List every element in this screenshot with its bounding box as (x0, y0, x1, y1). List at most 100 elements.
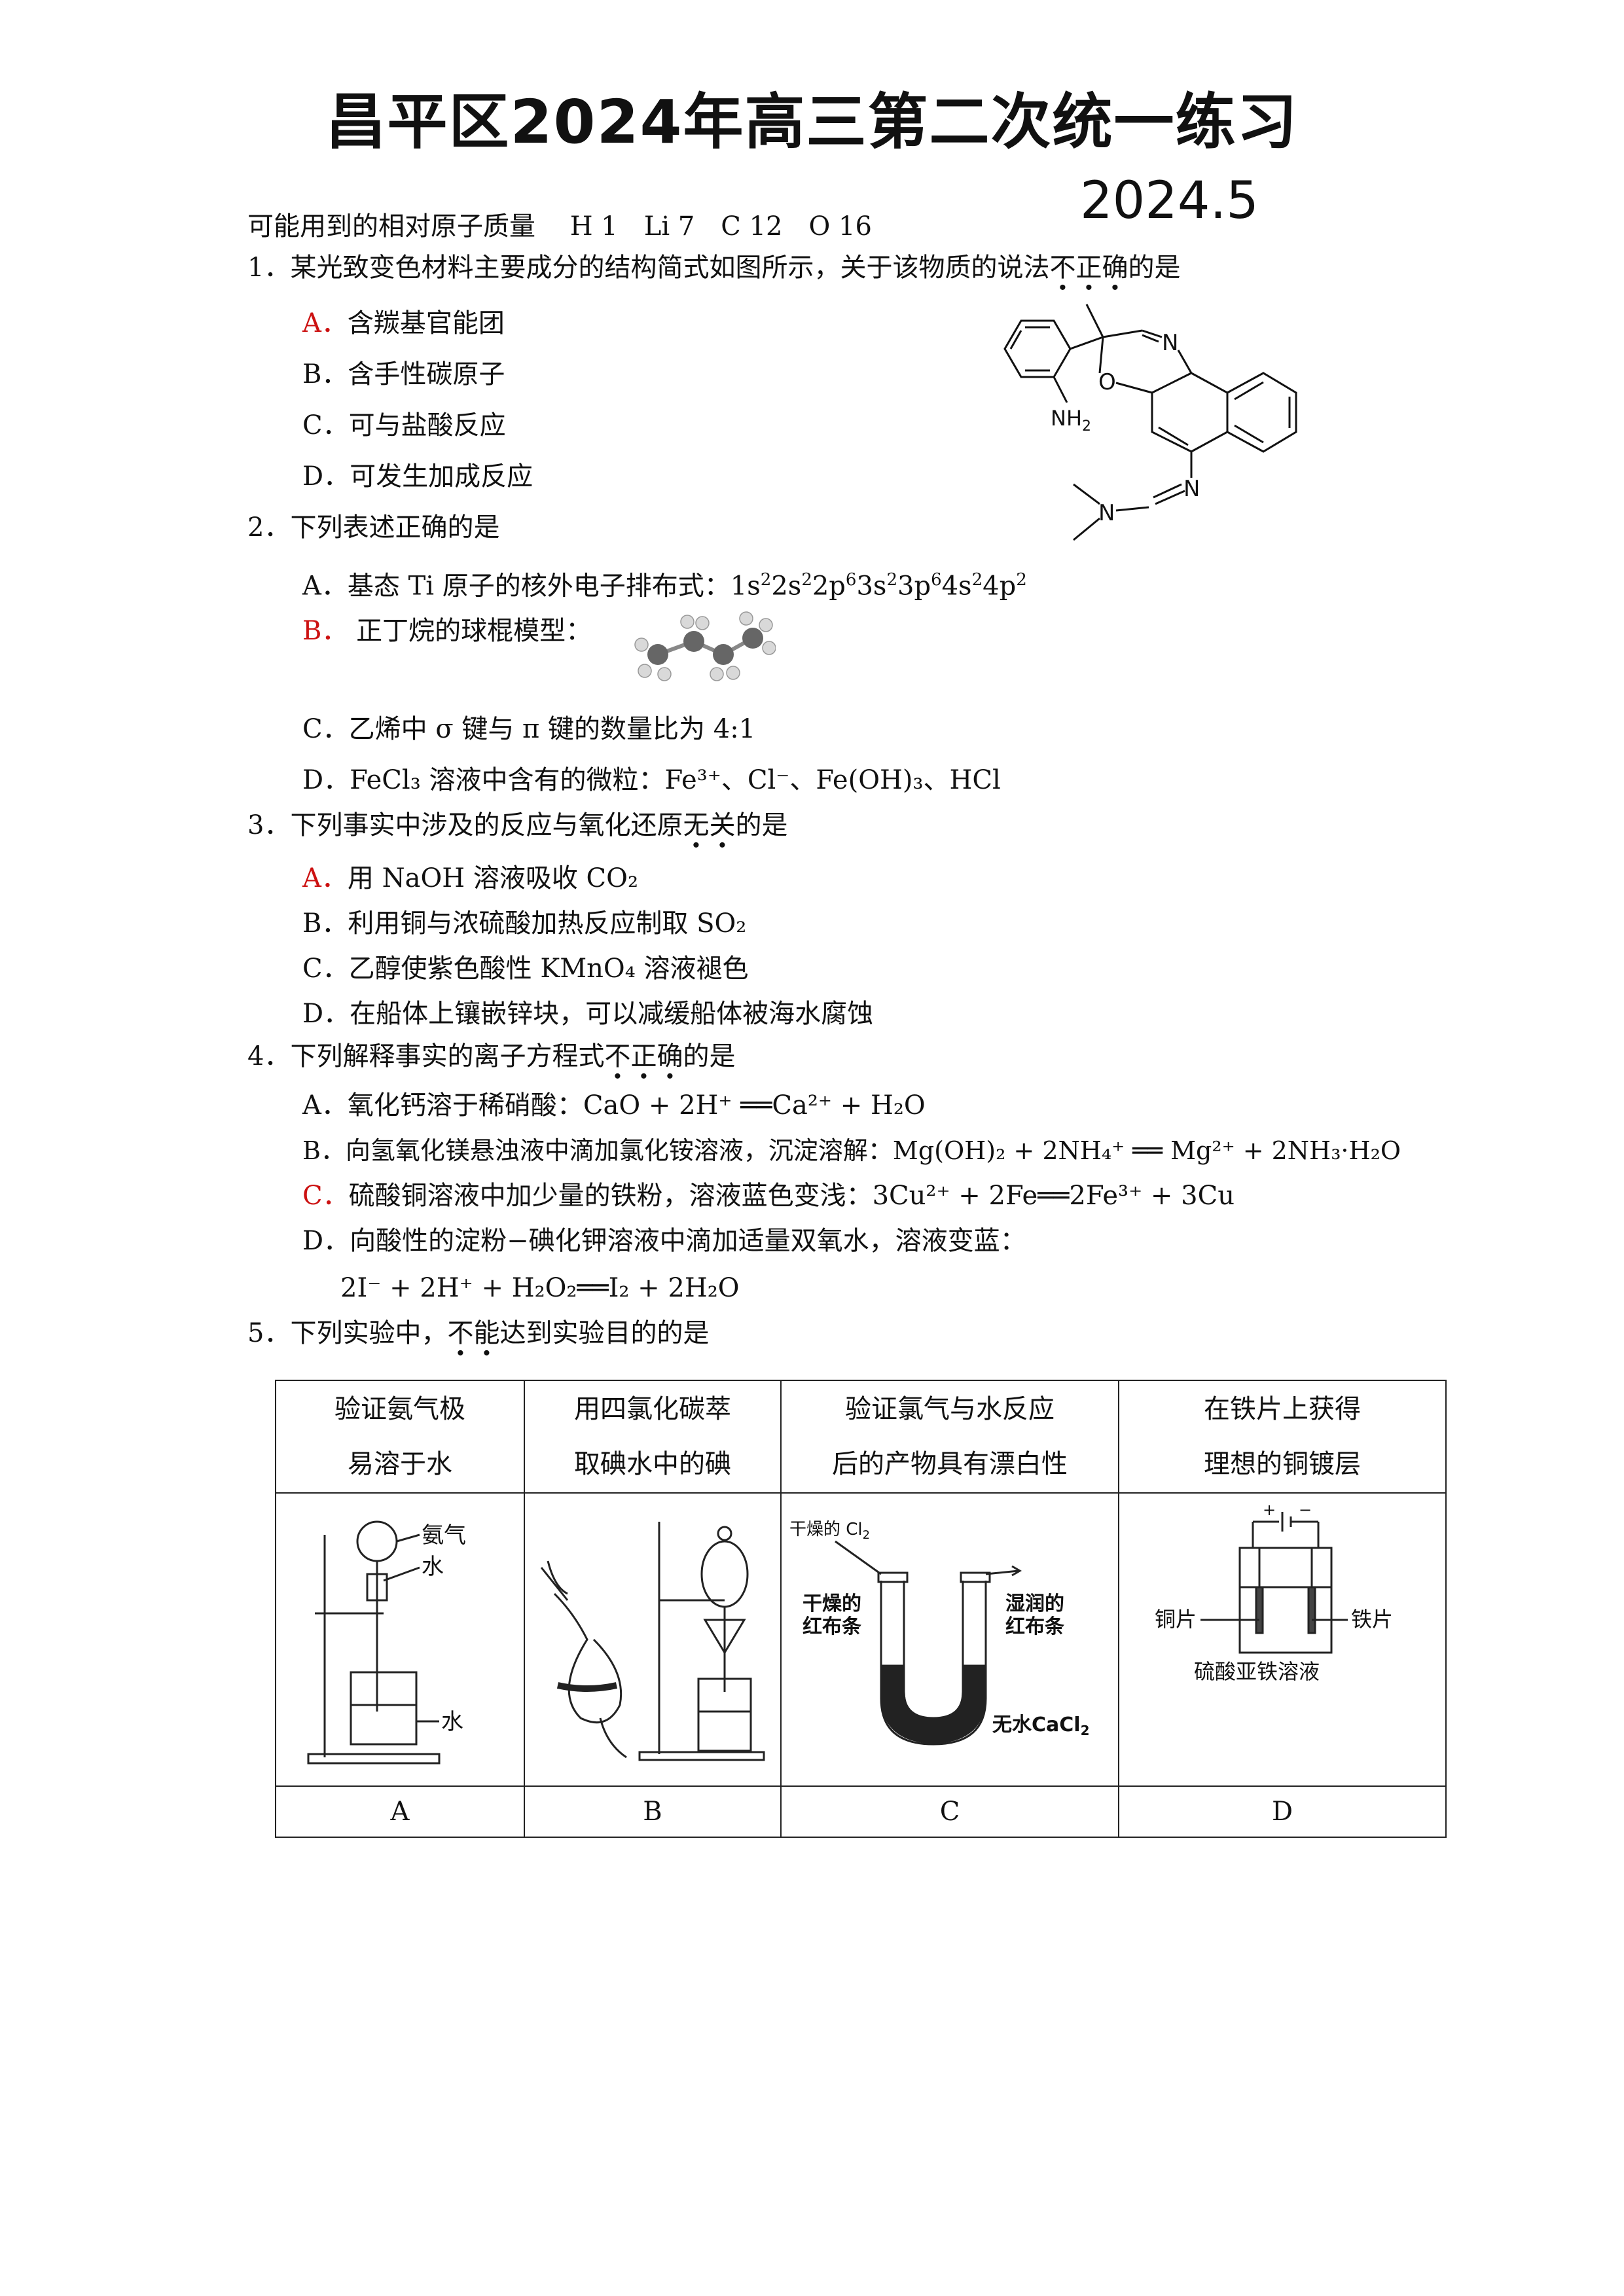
option-text: 正丁烷的球棍模型： (348, 616, 592, 646)
atomic-mass-line: 可能用到的相对原子质量 H 1 Li 7 C 12 O 16 (247, 211, 872, 242)
figure-cell-a: 氨气 水 水 (275, 1492, 525, 1787)
option-label-b: B (524, 1785, 782, 1838)
emphasis-char: 无 (683, 810, 709, 840)
q1-structure-diagram: N O NH2 N N (1003, 304, 1297, 541)
q4-option-b: B．向氢氧化镁悬浊液中滴加氯化铵溶液，沉淀溶解：Mg(OH)₂ + 2NH₄⁺ … (302, 1136, 1401, 1165)
header-cell-b: 用四氯化碳萃取碘水中的碘 (524, 1380, 782, 1494)
emphasis-char: 确 (657, 1041, 683, 1071)
figure-cell-c: 干燥的 Cl2 干燥的 红布条 湿润的 红布条 无水CaCl2 (780, 1492, 1119, 1787)
option-key: A． (302, 308, 348, 338)
option-key: C． (302, 1181, 349, 1211)
emphasis-char: 不 (604, 1041, 630, 1071)
header-line: 验证氯气与水反应 (845, 1394, 1055, 1424)
separatory-funnel-apparatus (540, 1522, 765, 1761)
option-label-c: C (780, 1785, 1119, 1838)
q2-option-b: B． 正丁烷的球棍模型： (302, 615, 592, 647)
q4-stem-text: 4．下列解释事实的离子方程式 (247, 1041, 605, 1071)
option-key: B． (302, 359, 348, 389)
q1-stem: 1．某光致变色材料主要成分的结构简式如图所示，关于该物质的说法不正确的是 (247, 252, 1180, 283)
q2-stem: 2．下列表述正确的是 (247, 512, 500, 543)
q3-stem: 3．下列事实中涉及的反应与氧化还原无关的是 (247, 810, 787, 841)
option-text: 硫酸铜溶液中加少量的铁粉，溶液蓝色变浅：3Cu²⁺ + 2Fe══2Fe³⁺ +… (348, 1181, 1235, 1211)
option-key: C． (302, 410, 349, 440)
q2-option-a: A．基态 Ti 原子的核外电子排布式：1s22s22p63s23p64s24p2 (302, 570, 1027, 601)
header-cell-d: 在铁片上获得理想的铜镀层 (1118, 1380, 1447, 1494)
emphasis-char: 关 (709, 810, 735, 840)
wet-strip-label: 湿润的 (1005, 1592, 1064, 1615)
header-line: 在铁片上获得 (1204, 1394, 1361, 1424)
amine-label: NH2 (1051, 406, 1091, 435)
electroplating-apparatus: + − 铜片 铁片 硫酸亚铁溶液 (1155, 1501, 1393, 1684)
option-key: A． (302, 863, 348, 893)
q1-option-b: B．含手性碳原子 (302, 359, 505, 390)
header-line: 取碘水中的碘 (574, 1449, 731, 1479)
emphasis-char: 不 (447, 1318, 473, 1348)
q1-option-a: A．含羰基官能团 (302, 308, 505, 339)
nitrogen-label: N (1098, 500, 1115, 526)
q4-option-a: A．氧化钙溶于稀硝酸：CaO + 2H⁺ ══Ca²⁺ + H₂O (302, 1090, 926, 1121)
water-label: 水 (422, 1554, 444, 1580)
ammonia-label: 氨气 (422, 1522, 466, 1549)
header-line: 理想的铜镀层 (1204, 1449, 1361, 1479)
u-tube-apparatus: 干燥的 Cl2 干燥的 红布条 湿润的 红布条 无水CaCl2 (789, 1520, 1089, 1746)
iron-label: 铁片 (1351, 1607, 1393, 1632)
oxygen-label: O (1098, 369, 1116, 395)
water-label: 水 (441, 1709, 463, 1735)
q2-option-c: C．乙烯中 σ 键与 π 键的数量比为 4:1 (302, 714, 756, 744)
q3-stem-end: 的是 (735, 810, 788, 840)
dry-strip-label: 干燥的 (803, 1592, 861, 1615)
emphasis-char: 确 (1102, 253, 1128, 283)
figure-cell-d: + − 铜片 铁片 硫酸亚铁溶液 (1118, 1492, 1447, 1787)
option-text: 含羰基官能团 (347, 308, 505, 338)
q1-option-c: C．可与盐酸反应 (302, 410, 506, 441)
header-line: 易溶于水 (348, 1449, 452, 1479)
emphasis-char: 能 (473, 1318, 499, 1348)
solution-label: 硫酸亚铁溶液 (1194, 1659, 1320, 1684)
option-label-d: D (1118, 1785, 1447, 1838)
option-text: A．基态 Ti 原子的核外电子排布式： (302, 571, 731, 601)
option-text: 含手性碳原子 (348, 359, 505, 389)
nitrogen-label: N (1183, 476, 1200, 502)
q3-option-c: C．乙醇使紫色酸性 KMnO₄ 溶液褪色 (302, 954, 749, 984)
option-text: 用 NaOH 溶液吸收 CO₂ (347, 863, 638, 893)
header-cell-c: 验证氯气与水反应后的产物具有漂白性 (780, 1380, 1119, 1494)
emphasis-char: 正 (1075, 253, 1102, 283)
q4-stem-end: 的是 (683, 1041, 736, 1071)
copper-label: 铜片 (1155, 1607, 1197, 1632)
q1-stem-text: 1．某光致变色材料主要成分的结构简式如图所示，关于该物质的说法 (247, 253, 1050, 283)
header-line: 用四氯化碳萃 (574, 1394, 731, 1424)
q1-stem-end: 的是 (1128, 253, 1181, 283)
dry-strip-label: 红布条 (803, 1615, 861, 1638)
figure-cell-b (524, 1492, 782, 1787)
page-title: 昌平区2024年高三第二次统一练习 (325, 87, 1299, 157)
wet-strip-label: 红布条 (1005, 1615, 1064, 1638)
option-key: B． (302, 616, 348, 646)
q5-stem-text: 5．下列实验中， (247, 1318, 448, 1348)
option-text: 可发生加成反应 (350, 461, 533, 492)
nitrogen-label: N (1162, 330, 1178, 356)
q1-option-d: D．可发生加成反应 (302, 461, 533, 492)
emphasis-char: 不 (1049, 253, 1075, 283)
q3-option-b: B．利用铜与浓硫酸加热反应制取 SO₂ (302, 908, 747, 939)
emphasis-char: 正 (630, 1041, 657, 1071)
option-text: 可与盐酸反应 (348, 410, 506, 440)
ammonia-fountain-apparatus: 氨气 水 水 (307, 1520, 466, 1765)
dry-cl2-label: 干燥的 Cl2 (789, 1520, 870, 1542)
option-label-a: A (275, 1785, 525, 1838)
header-cell-a: 验证氨气极易溶于水 (275, 1380, 525, 1494)
svg-text:+: + (1263, 1501, 1276, 1519)
q5-stem-end: 达到实验目的的是 (499, 1318, 710, 1348)
exam-date: 2024.5 (1080, 171, 1259, 230)
header-line: 验证氨气极 (334, 1394, 465, 1424)
header-line: 后的产物具有漂白性 (832, 1449, 1068, 1479)
q4-stem: 4．下列解释事实的离子方程式不正确的是 (247, 1041, 735, 1072)
butane-ball-stick-model (634, 611, 776, 681)
cacl2-label: 无水CaCl2 (992, 1713, 1089, 1738)
q5-experiment-table: 验证氨气极易溶于水 用四氯化碳萃取碘水中的碘 验证氯气与水反应后的产物具有漂白性… (275, 1380, 1447, 1838)
q2-option-d: D．FeCl₃ 溶液中含有的微粒：Fe³⁺、Cl⁻、Fe(OH)₃、HCl (302, 765, 1001, 795)
q3-stem-text: 3．下列事实中涉及的反应与氧化还原 (247, 810, 683, 840)
q4-option-d-equation: 2I⁻ + 2H⁺ + H₂O₂══I₂ + 2H₂O (340, 1273, 740, 1303)
q3-option-a: A．用 NaOH 溶液吸收 CO₂ (302, 863, 638, 894)
q4-option-c: C．硫酸铜溶液中加少量的铁粉，溶液蓝色变浅：3Cu²⁺ + 2Fe══2Fe³⁺… (302, 1180, 1235, 1211)
svg-text:−: − (1299, 1501, 1312, 1519)
